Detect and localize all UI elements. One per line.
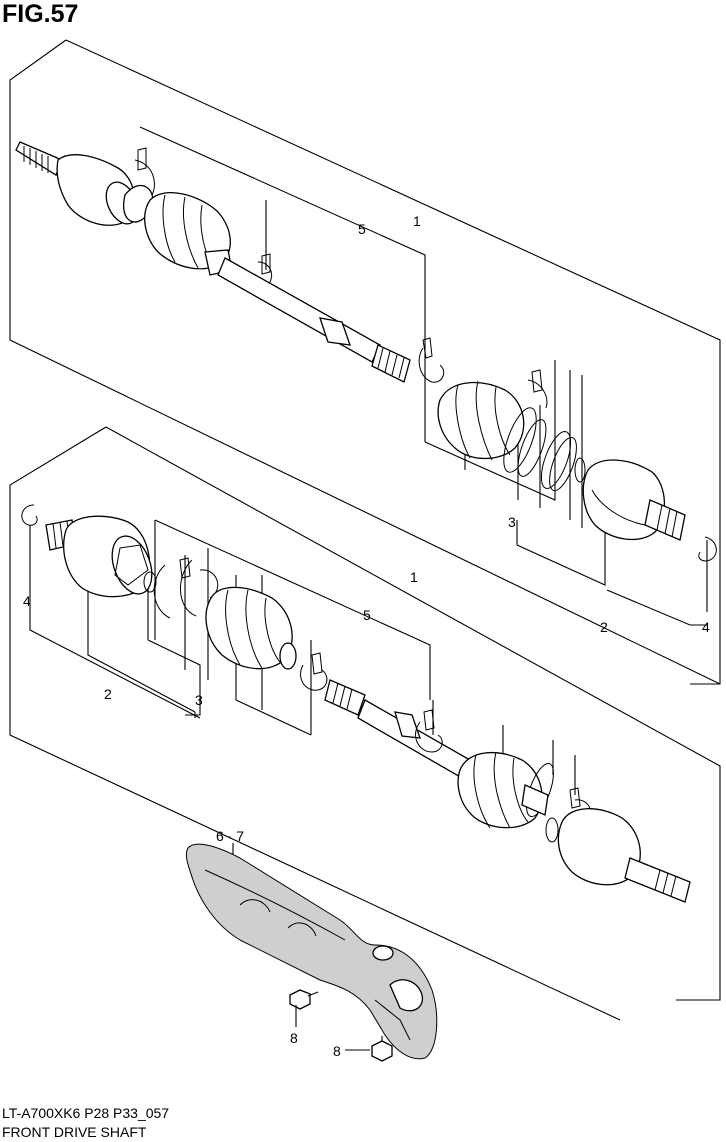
- callout-lower-4: 4: [23, 593, 31, 609]
- callout-lower-3: 3: [195, 692, 203, 708]
- model-code: LT-A700XK6 P28 P33_057: [2, 1105, 170, 1121]
- upper-assembly-panel: [9, 39, 721, 685]
- callout-guard-6-7: 6 · 7: [216, 828, 244, 844]
- callout-bolt-8-a: 8: [290, 1030, 298, 1046]
- callout-upper-3: 3: [508, 514, 516, 530]
- upper-drive-shaft: [15, 141, 717, 562]
- callout-lower-1: 1: [410, 569, 418, 585]
- callout-upper-1: 1: [413, 213, 421, 229]
- callout-upper-5: 5: [358, 221, 366, 237]
- callout-bolt-8-b: 8: [333, 1043, 341, 1059]
- diagram-footer: LT-A700XK6 P28 P33_057 FRONT DRIVE SHAFT: [2, 1104, 169, 1142]
- callout-lower-5: 5: [363, 607, 371, 623]
- callout-upper-4: 4: [702, 619, 710, 635]
- lower-drive-shaft: [21, 504, 691, 903]
- figure-title: FIG.57: [2, 0, 79, 28]
- skid-guard-plate: [185, 843, 438, 1060]
- callout-upper-2: 2: [600, 619, 608, 635]
- figure-caption: FRONT DRIVE SHAFT: [2, 1124, 147, 1140]
- bolts: [289, 989, 393, 1062]
- callout-lower-2: 2: [104, 686, 112, 702]
